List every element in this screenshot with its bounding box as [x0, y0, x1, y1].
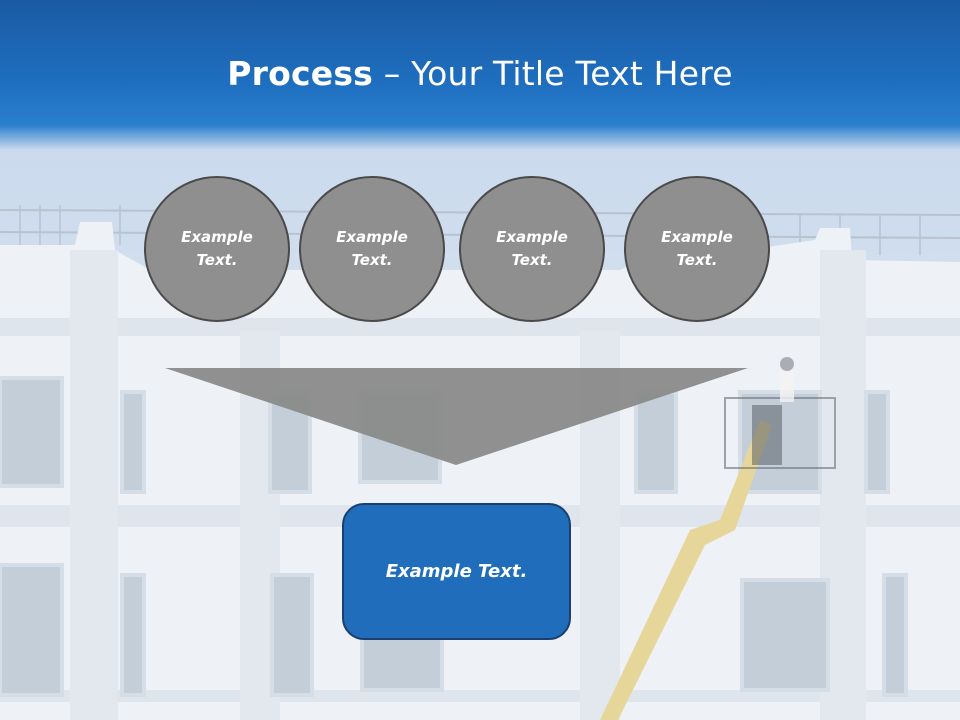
process-step-circle-1: Example Text.: [144, 176, 290, 322]
process-step-circle-4: Example Text.: [624, 176, 770, 322]
title-bold-part: Process: [227, 54, 374, 93]
process-step-circle-3: Example Text.: [459, 176, 605, 322]
result-box: Example Text.: [342, 503, 571, 640]
process-step-text-3: Example Text.: [496, 228, 568, 269]
process-step-text-4: Example Text.: [661, 228, 733, 269]
process-step-text-2: Example Text.: [336, 228, 408, 269]
result-text: Example Text.: [385, 561, 528, 582]
title-header-band: [0, 0, 960, 150]
slide-title: Process – Your Title Text Here: [0, 52, 960, 96]
process-step-circle-2: Example Text.: [299, 176, 445, 322]
process-step-text-1: Example Text.: [181, 228, 253, 269]
title-rest-part: – Your Title Text Here: [373, 54, 733, 93]
